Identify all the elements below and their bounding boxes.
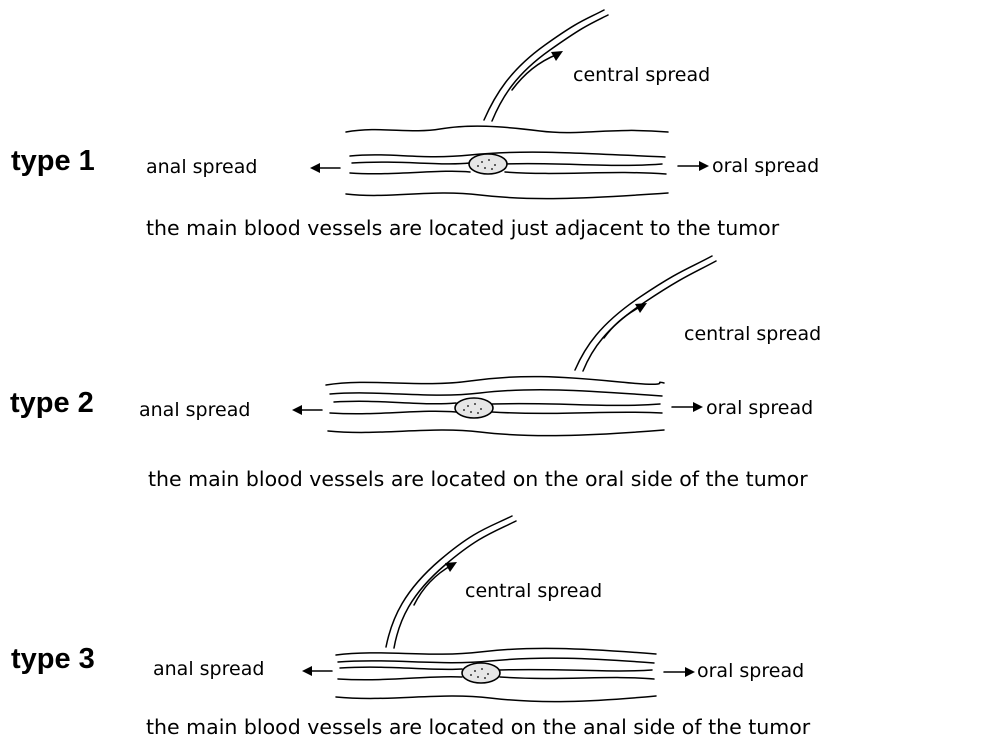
bowel-lumen-3 (505, 164, 662, 166)
bowel-lumen-4 (330, 411, 456, 414)
type-3-caption: the main blood vessels are located on th… (146, 715, 810, 739)
bowel-lumen-2 (340, 667, 462, 669)
bowel-wall-bottom (346, 193, 668, 199)
type-3-central-label: central spread (465, 580, 602, 602)
oral-arrow-head (693, 402, 703, 412)
oral-arrow-head (699, 161, 709, 171)
type-1-label: type 1 (11, 145, 95, 178)
anal-arrow-head (310, 163, 320, 173)
type-1-oral-label: oral spread (712, 155, 819, 177)
bowel-wall-bottom (328, 430, 664, 436)
bowel-lumen-2 (334, 401, 456, 404)
bowel-wall-top (326, 377, 664, 385)
central-arrow (512, 54, 558, 90)
bowel-lumen-5 (505, 172, 666, 174)
type-1-panel: type 1 anal spread oral spread central s… (0, 0, 992, 262)
anal-arrow-head (292, 405, 302, 415)
type-2-caption: the main blood vessels are located on th… (148, 467, 808, 491)
type-1-anal-label: anal spread (146, 156, 257, 178)
bowel-wall-top (336, 648, 656, 655)
central-arrow (604, 306, 642, 338)
type-2-central-label: central spread (684, 323, 821, 345)
oral-arrow-head (685, 667, 695, 677)
bowel-lumen-5 (500, 677, 654, 679)
type-3-anal-label: anal spread (153, 658, 264, 680)
type-2-anal-label: anal spread (139, 399, 250, 421)
bowel-lumen-4 (338, 677, 462, 680)
type-2-label: type 2 (10, 387, 94, 420)
bowel-lumen-5 (492, 412, 662, 413)
central-arrow (414, 565, 452, 605)
anal-arrow-head (302, 666, 312, 676)
tumor (469, 154, 507, 174)
bowel-lumen-1 (330, 390, 662, 396)
bowel-lumen-1 (350, 152, 665, 157)
type-2-oral-label: oral spread (706, 397, 813, 419)
bowel-lumen-1 (338, 658, 654, 663)
type-3-oral-label: oral spread (697, 660, 804, 682)
bowel-lumen-4 (350, 171, 470, 174)
type-1-caption: the main blood vessels are located just … (146, 216, 779, 240)
type-3-label: type 3 (11, 643, 95, 676)
bowel-lumen-3 (500, 670, 652, 671)
tumor (455, 398, 493, 418)
bowel-lumen-3 (492, 404, 660, 406)
bowel-wall-top (346, 126, 668, 132)
bowel-wall-bottom (336, 696, 656, 702)
type-2-panel: type 2 anal spread oral spread central s… (0, 242, 992, 508)
bowel-lumen-2 (352, 162, 470, 164)
type-3-panel: type 3 anal spread oral spread central s… (0, 505, 992, 756)
central-arrow-head (445, 562, 457, 572)
tumor (462, 663, 500, 683)
main-vessel-line-2 (583, 261, 716, 371)
type-1-central-label: central spread (573, 64, 710, 86)
